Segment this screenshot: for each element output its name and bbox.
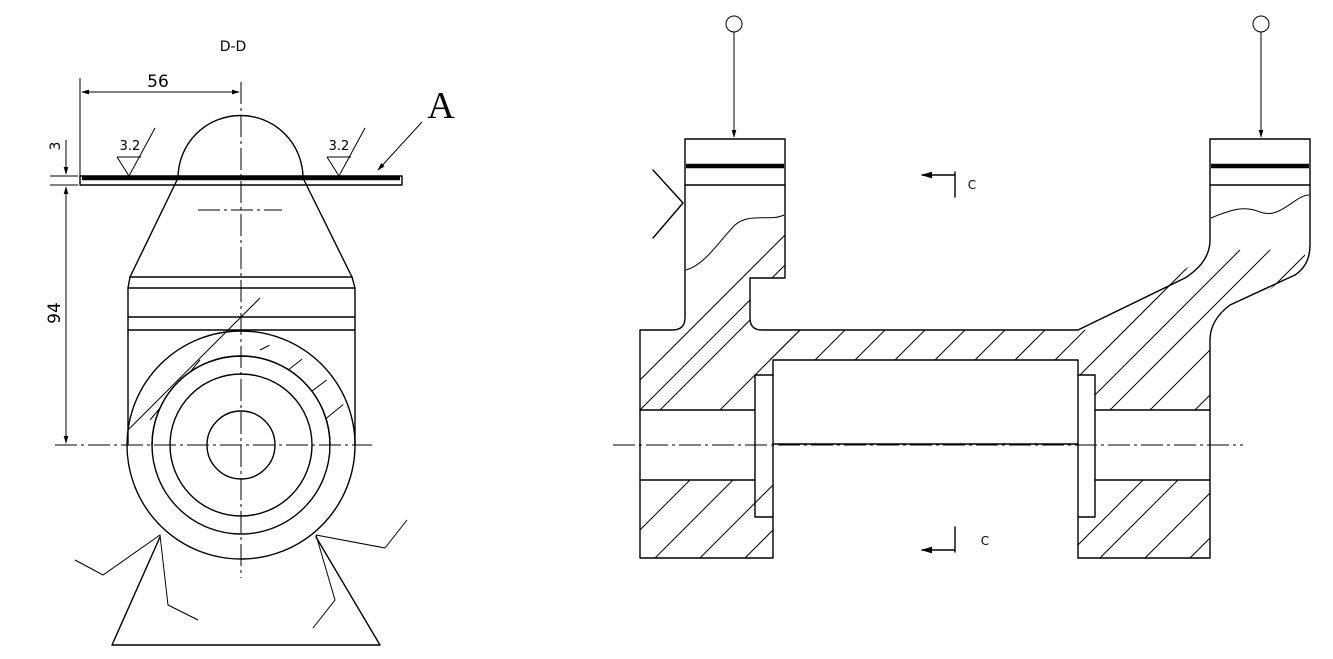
roughness-right-text: 3.2 bbox=[329, 139, 350, 154]
section-mark-top: C bbox=[920, 171, 976, 198]
hatch-upper-left bbox=[128, 297, 261, 430]
dim-94: 94 bbox=[45, 187, 69, 444]
roughness-left-text: 3.2 bbox=[120, 139, 141, 154]
section-mark-bottom: C bbox=[920, 526, 989, 554]
section-mark-bottom-text: C bbox=[981, 534, 989, 548]
section-label-left: D-D bbox=[220, 39, 247, 55]
break-curve-left bbox=[685, 214, 785, 271]
force-marker-right bbox=[1252, 15, 1270, 138]
callout-a-text: A bbox=[427, 85, 455, 127]
top-block-left bbox=[684, 138, 786, 186]
dim-3-text: 3 bbox=[48, 142, 64, 151]
bore-circle bbox=[206, 410, 276, 480]
ring-circle-inner bbox=[169, 373, 313, 517]
hatch-lower-left bbox=[640, 480, 773, 558]
roughness-symbol-left: 3.2 bbox=[116, 127, 156, 177]
dim-3: 3 bbox=[48, 140, 78, 210]
dim-56: 56 bbox=[79, 72, 240, 176]
right-view: C C bbox=[613, 15, 1311, 559]
dim-94-text: 94 bbox=[45, 302, 65, 324]
top-block-right bbox=[1209, 138, 1311, 186]
roughness-symbol-right: 3.2 bbox=[326, 127, 366, 177]
main-body-outline bbox=[639, 184, 1311, 559]
break-curve-right bbox=[1210, 194, 1310, 219]
hatch-lower-right bbox=[1078, 480, 1210, 558]
break-line-right bbox=[312, 519, 408, 629]
dim-56-text: 56 bbox=[147, 72, 169, 92]
dome-outline bbox=[129, 114, 353, 278]
left-view: D-D bbox=[45, 39, 455, 646]
support-triangle bbox=[111, 536, 381, 646]
plate-a bbox=[79, 175, 403, 186]
force-marker-left bbox=[725, 15, 743, 138]
callout-a: A bbox=[377, 85, 455, 171]
outer-circle bbox=[126, 330, 356, 560]
section-mark-top-text: C bbox=[968, 178, 976, 192]
weld-symbol bbox=[652, 169, 684, 239]
body-rectangle bbox=[127, 287, 356, 446]
break-line-left bbox=[74, 534, 199, 621]
